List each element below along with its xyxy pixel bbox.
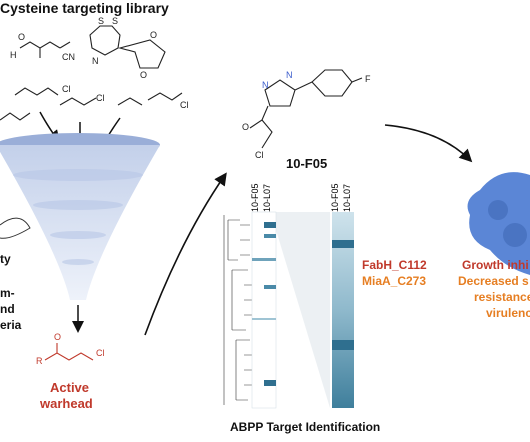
atom-cn: CN (62, 52, 75, 62)
atom-o3: O (140, 70, 147, 80)
outcome-1: Growth inhi (462, 258, 529, 272)
atom-f: F (365, 74, 371, 84)
heatmap-col-label-right-2: 10-L07 (342, 183, 352, 212)
screening-funnel (0, 133, 160, 300)
heatmap-band-2 (332, 340, 354, 350)
outcome-2: Decreased s (458, 274, 529, 288)
heatmap-band-1 (332, 240, 354, 248)
active-warhead-structure (44, 343, 94, 361)
heatmap-left-panel (251, 211, 277, 409)
outcome-3: resistance (474, 290, 530, 304)
atom-o-compound: O (242, 122, 249, 132)
atom-cl2: Cl (96, 93, 105, 103)
atom-o-warhead: O (54, 332, 61, 342)
atom-r-warhead: R (36, 356, 43, 366)
left-label-4: eria (0, 318, 22, 332)
chloroacetamide-structure (14, 87, 59, 96)
triazole-ring (264, 79, 296, 107)
atom-cl3: Cl (180, 100, 189, 110)
heatmap-col-label-left-2: 10-L07 (262, 183, 272, 212)
phenotype-arrow (384, 124, 473, 163)
atom-n-triazole2: N (262, 80, 269, 90)
atom-s: S (98, 16, 104, 26)
heatmap-right-panel (332, 212, 354, 408)
abpp-label: ABPP Target Identification (230, 420, 381, 434)
target-miaa: MiaA_C273 (362, 274, 427, 288)
left-label-3: nd (0, 302, 15, 316)
atom-h: H (10, 50, 17, 60)
atom-o2: O (150, 30, 157, 40)
library-title: Cysteine targeting library (0, 0, 169, 16)
left-label-2: m- (0, 286, 15, 300)
zoom-wedge (276, 212, 330, 408)
left-label-1: ty (0, 252, 11, 266)
compound-10f05-structure (249, 69, 363, 149)
atom-n-triazole: N (286, 70, 293, 80)
target-fabh: FabH_C112 (362, 258, 427, 272)
thiazepane-ring (89, 25, 121, 56)
compound-name: 10-F05 (286, 156, 328, 171)
bacteria-cluster (467, 172, 530, 275)
atom-s2: S (112, 16, 118, 26)
atom-cl-warhead: Cl (96, 348, 105, 358)
atom-n: N (92, 56, 99, 66)
heatmap-dendrogram (223, 215, 252, 405)
hit-arrow (144, 172, 227, 336)
active-warhead-label-2: warhead (40, 396, 93, 411)
maleimide-ring (117, 39, 166, 69)
active-warhead-label-1: Active (50, 380, 90, 395)
bacteria-squiggle (0, 217, 31, 239)
atom-cl-compound: Cl (255, 150, 264, 160)
fluorophenyl-ring (311, 69, 353, 97)
atom-o: O (18, 32, 25, 42)
cysteine-library-structures (0, 25, 183, 121)
outcome-4: virulenc (486, 306, 530, 320)
atom-cl: Cl (62, 84, 71, 94)
acrylamide-structure (19, 41, 61, 49)
